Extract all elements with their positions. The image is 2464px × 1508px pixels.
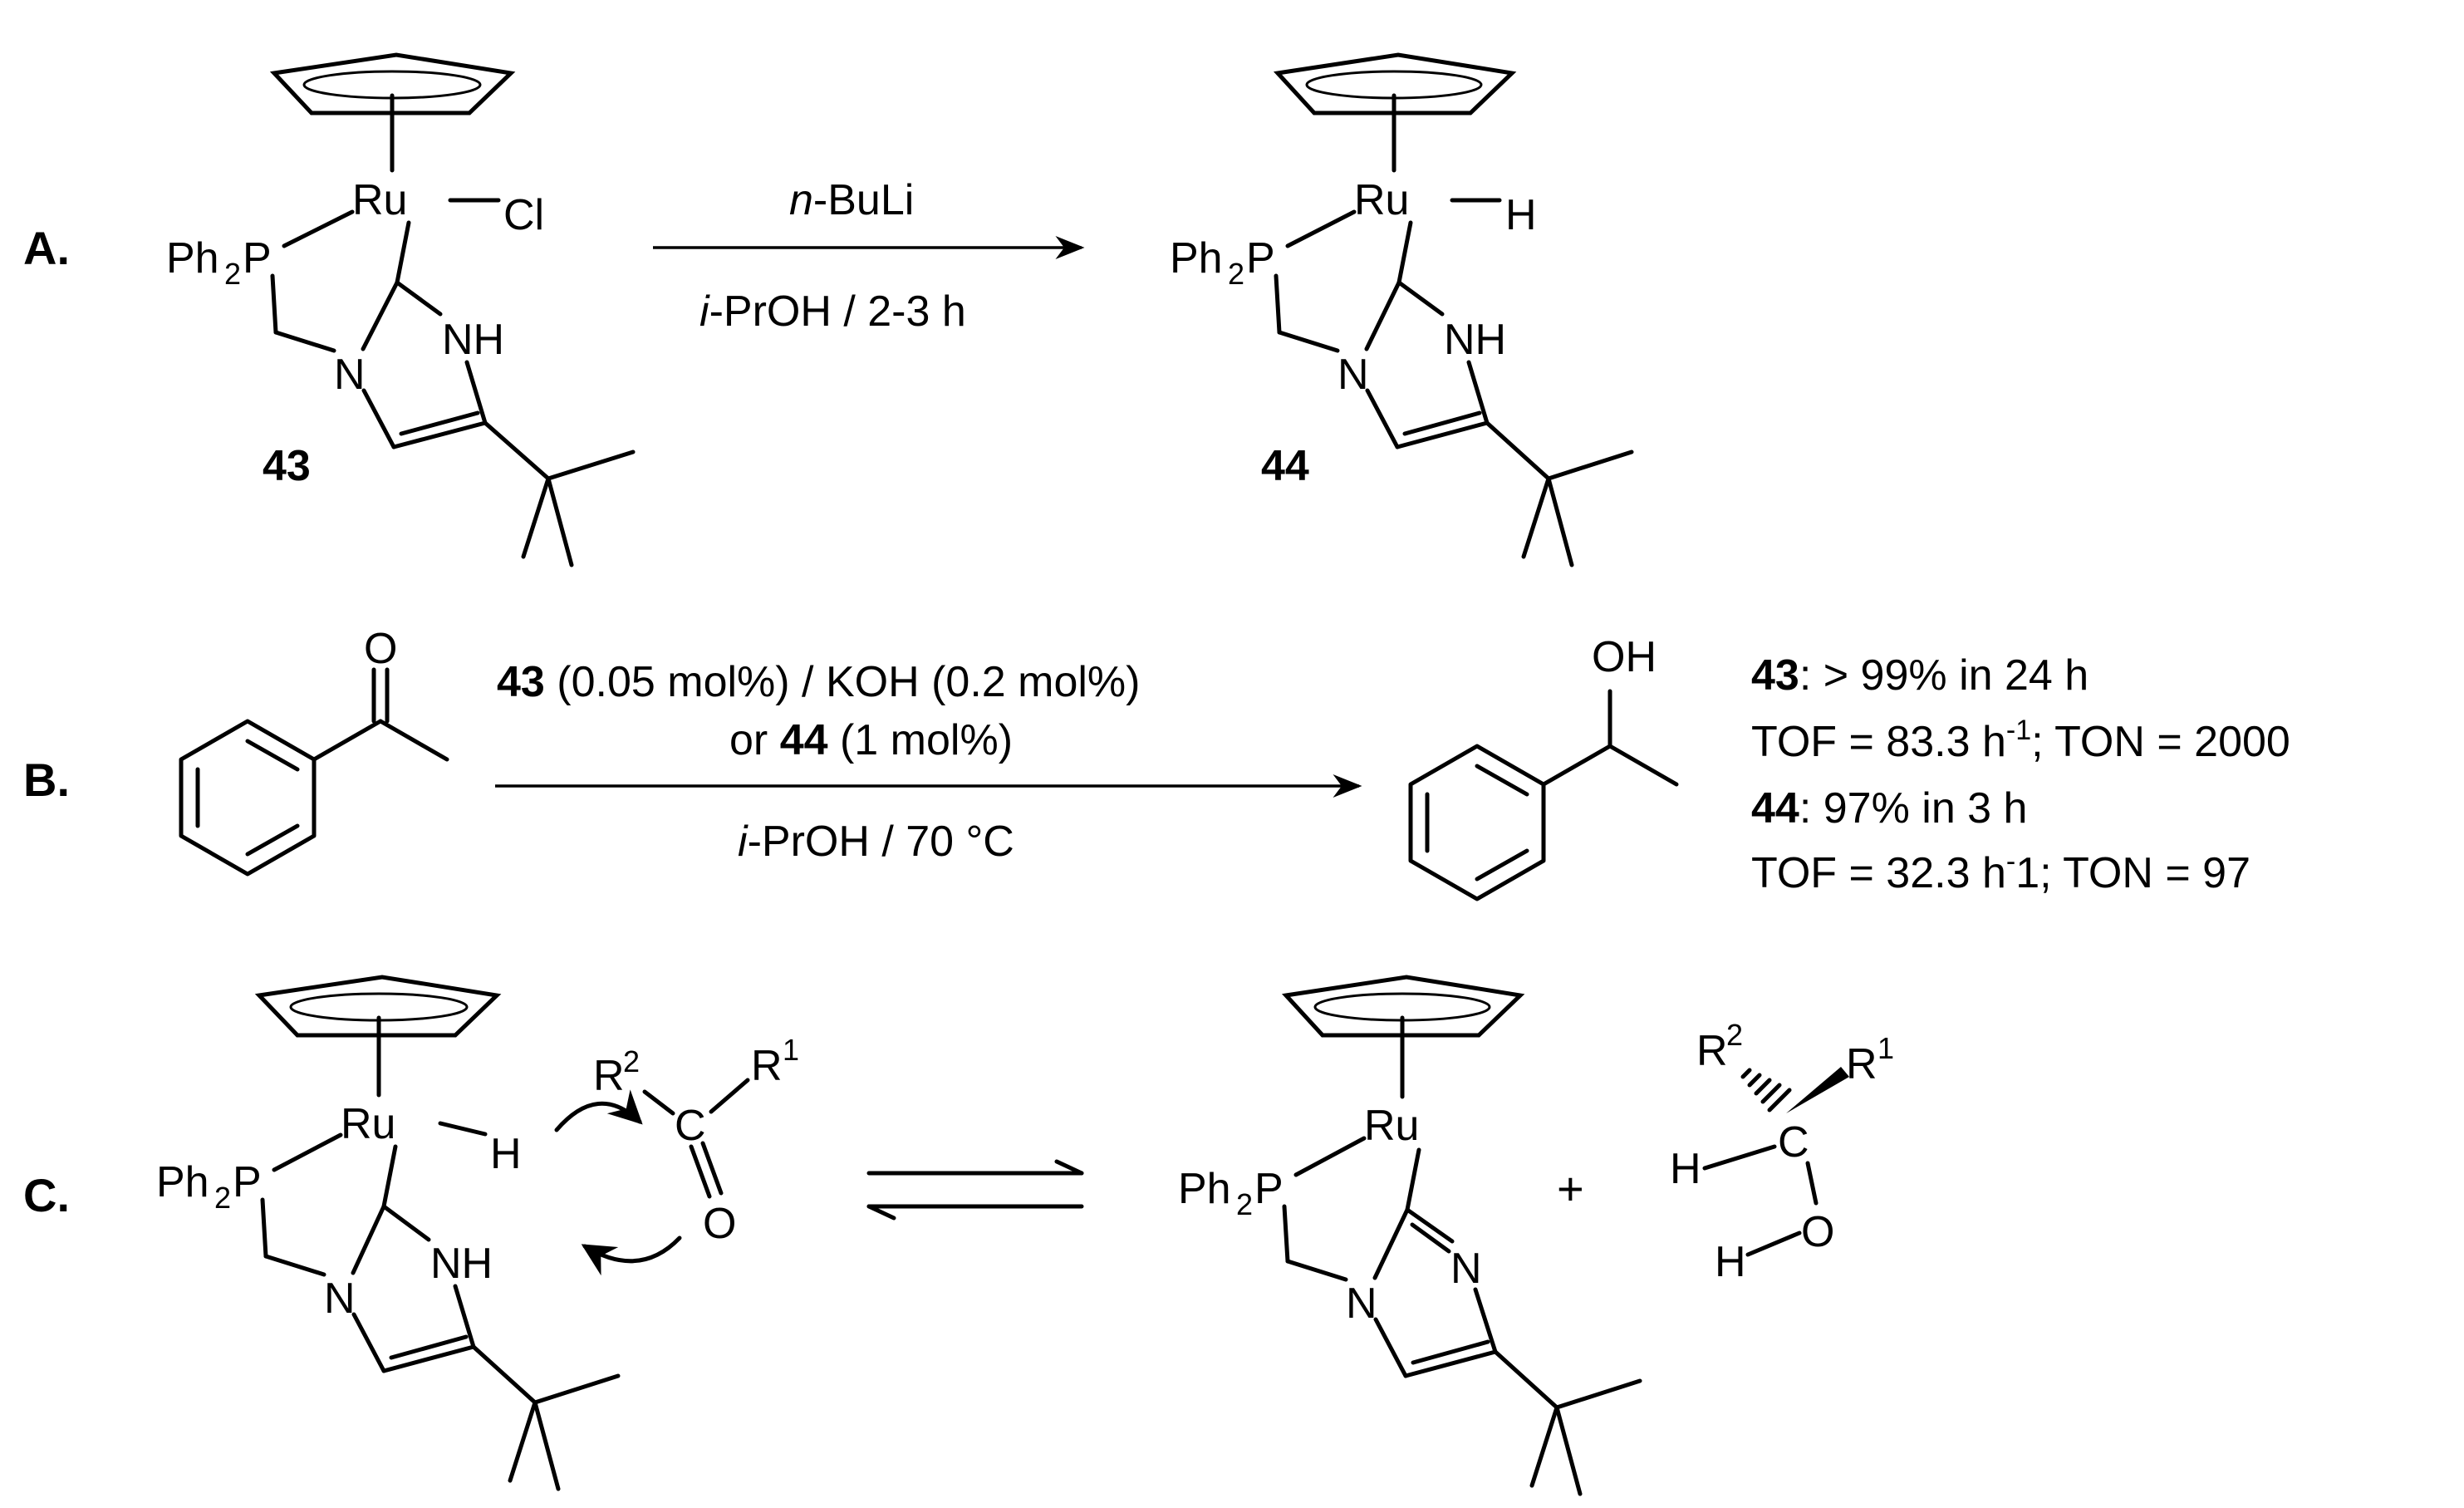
svg-text:H: H [1505,191,1537,239]
curved-arrow-proton [581,1235,682,1276]
ru-imidazole-complex: Ru Ph 2 P N N [1178,975,1642,1496]
svg-text:Ru: Ru [352,176,407,224]
svg-text:2: 2 [224,257,241,291]
result-line-1: 43: > 99% in 24 h [1751,651,2089,700]
svg-text:N: N [324,1275,356,1323]
hashed-wedge-bond [1740,1068,1792,1113]
svg-text:2: 2 [1228,257,1244,291]
svg-text:R: R [593,1052,625,1100]
cyclopentadienyl-ring [1281,975,1525,1038]
ph2p-group: Ph 2 P [166,234,272,291]
svg-text:NH: NH [430,1240,493,1288]
svg-text:P: P [233,1158,262,1206]
equilibrium-arrows [866,1159,1084,1221]
1-phenylethanol: OH [1408,633,1679,901]
svg-text:1: 1 [783,1033,799,1067]
results-block: 43: > 99% in 24 h TOF = 83.3 h-1; TON = … [1751,651,2290,897]
conditions-b-bottom: i-PrOH / 70 °C [738,818,1014,866]
svg-text:P: P [243,234,272,282]
cyclopentadienyl-ring [269,52,516,115]
svg-text:NH: NH [1444,316,1506,364]
curved-arrow-hydride [554,1089,643,1132]
svg-text:OH: OH [1592,633,1657,681]
result-line-2: TOF = 83.3 h-1; TON = 2000 [1751,715,2290,766]
svg-text:Ph: Ph [166,234,219,282]
svg-text:2: 2 [214,1181,231,1215]
svg-text:P: P [1246,234,1275,282]
svg-text:Ph: Ph [1170,234,1223,282]
ph2p-group: Ph 2 P [1178,1165,1284,1221]
ketone-substrate: R 2 C R 1 O [593,1033,799,1248]
svg-text:O: O [703,1200,736,1248]
ru-hydride-complex: Ru H Ph 2 P N NH [156,975,621,1491]
svg-text:NH: NH [442,316,504,364]
svg-text:O: O [364,625,397,673]
conditions-b-line2: or 44 (1 mol%) [729,716,1013,764]
svg-text:2: 2 [1726,1018,1743,1052]
acetophenone: O [179,625,449,877]
complex-43: Ru Cl Ph 2 P N NH 43 [166,52,636,567]
svg-text:R: R [1696,1027,1728,1075]
ph2p-group: Ph 2 P [1170,234,1275,291]
cyclopentadienyl-ring [1273,52,1517,115]
svg-text:Ru: Ru [1354,176,1409,224]
svg-text:N: N [334,351,366,399]
alcohol-product: R 2 R 1 C H O H [1670,1018,1894,1286]
svg-text:H: H [1670,1145,1701,1193]
panel-label-c: C. [23,1169,70,1221]
svg-text:R: R [751,1042,783,1090]
svg-text:H: H [1715,1238,1746,1286]
compound-label-44: 44 [1261,442,1309,490]
svg-text:Cl: Cl [503,191,544,239]
svg-text:O: O [1801,1208,1834,1256]
svg-text:Ru: Ru [1364,1102,1419,1150]
complex-44: Ru H Ph 2 P N NH 44 [1170,52,1634,567]
result-line-3: 44: 97% in 3 h [1751,784,2027,833]
svg-text:2: 2 [623,1044,640,1078]
svg-text:P: P [1254,1165,1284,1213]
svg-text:N: N [1346,1280,1377,1328]
svg-text:R: R [1846,1040,1877,1088]
compound-label-43: 43 [263,442,311,490]
solid-wedge-bond [1786,1067,1849,1113]
svg-text:Ph: Ph [1178,1165,1231,1213]
svg-text:C: C [1778,1118,1809,1167]
reagent-nbuli: n-BuLi [789,176,914,224]
conditions-a: i-PrOH / 2-3 h [699,287,966,336]
svg-text:N: N [1338,351,1369,399]
conditions-b-line1: 43 (0.05 mol%) / KOH (0.2 mol%) [497,658,1140,706]
svg-text:N: N [1450,1245,1482,1293]
plus-sign: + [1557,1162,1584,1215]
result-line-4: TOF = 32.3 h-1; TON = 97 [1751,846,2250,897]
svg-text:Ru: Ru [341,1100,395,1148]
svg-text:1: 1 [1877,1031,1894,1065]
cyclopentadienyl-ring [254,975,502,1038]
svg-text:Ph: Ph [156,1158,209,1206]
svg-text:2: 2 [1236,1187,1253,1221]
svg-text:H: H [490,1130,522,1178]
panel-label-a: A. [23,222,70,274]
ph2p-group: Ph 2 P [156,1158,262,1215]
panel-label-b: B. [23,754,70,806]
svg-text:C: C [675,1102,706,1150]
